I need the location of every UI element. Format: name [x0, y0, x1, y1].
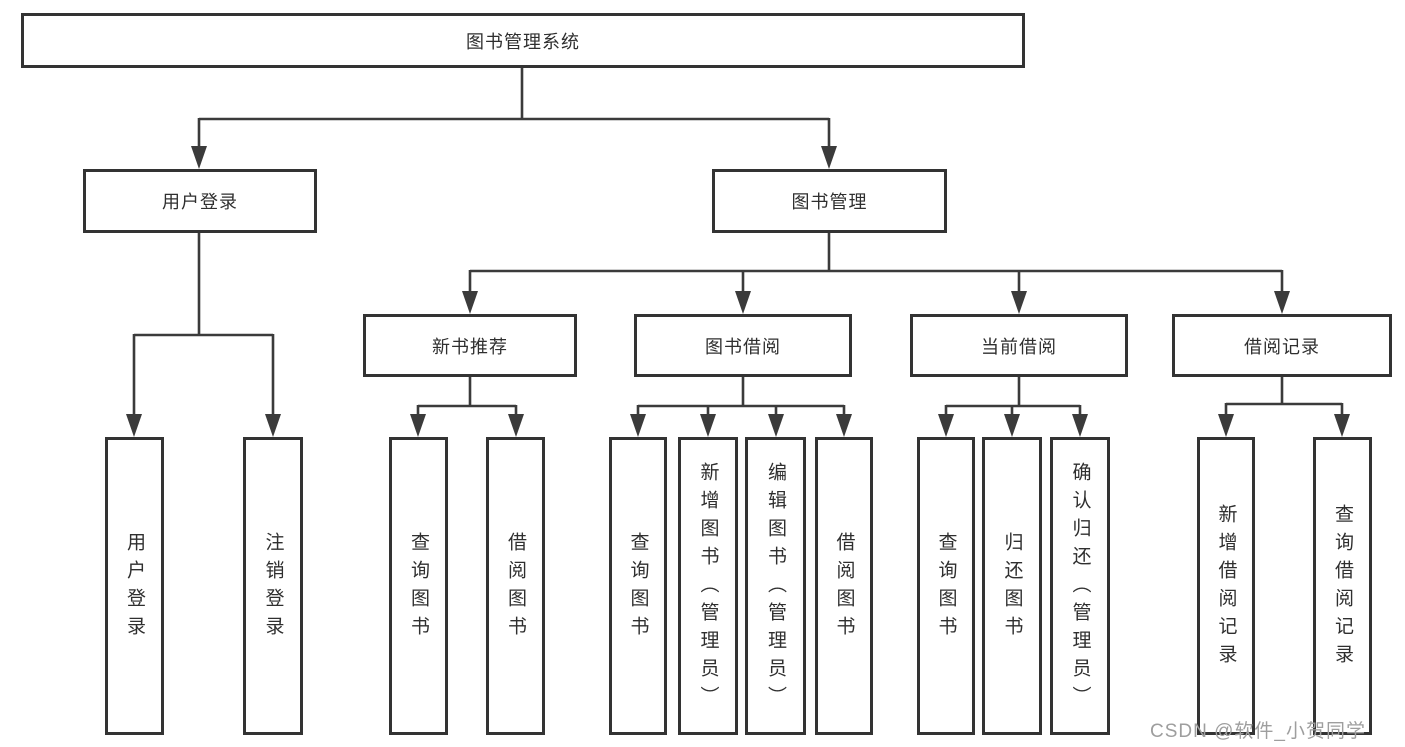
node-leaf-edit-book-admin: 编辑图书（管理员）	[745, 437, 806, 735]
node-library-management-system: 图书管理系统	[21, 13, 1025, 68]
node-leaf-user-login: 用户登录	[105, 437, 164, 735]
node-leaf-query-book-rec: 查询图书	[389, 437, 448, 735]
node-leaf-query-book-cb: 查询图书	[917, 437, 975, 735]
node-leaf-return-book: 归还图书	[982, 437, 1042, 735]
node-leaf-confirm-return-admin: 确认归还（管理员）	[1050, 437, 1110, 735]
node-leaf-query-book-bb: 查询图书	[609, 437, 667, 735]
node-leaf-add-borrow-record: 新增借阅记录	[1197, 437, 1255, 735]
node-new-book-recommendation: 新书推荐	[363, 314, 577, 377]
node-user-login: 用户登录	[83, 169, 317, 233]
csdn-watermark: CSDN @软件_小贺同学	[1150, 721, 1366, 742]
node-book-borrowing: 图书借阅	[634, 314, 852, 377]
node-leaf-query-borrow-record: 查询借阅记录	[1313, 437, 1372, 735]
node-leaf-add-book-admin: 新增图书（管理员）	[678, 437, 738, 735]
node-leaf-borrow-book-rec: 借阅图书	[486, 437, 545, 735]
node-leaf-borrow-book-bb: 借阅图书	[815, 437, 873, 735]
node-book-management: 图书管理	[712, 169, 947, 233]
node-borrowing-records: 借阅记录	[1172, 314, 1392, 377]
node-current-borrowing: 当前借阅	[910, 314, 1128, 377]
node-leaf-logout: 注销登录	[243, 437, 303, 735]
